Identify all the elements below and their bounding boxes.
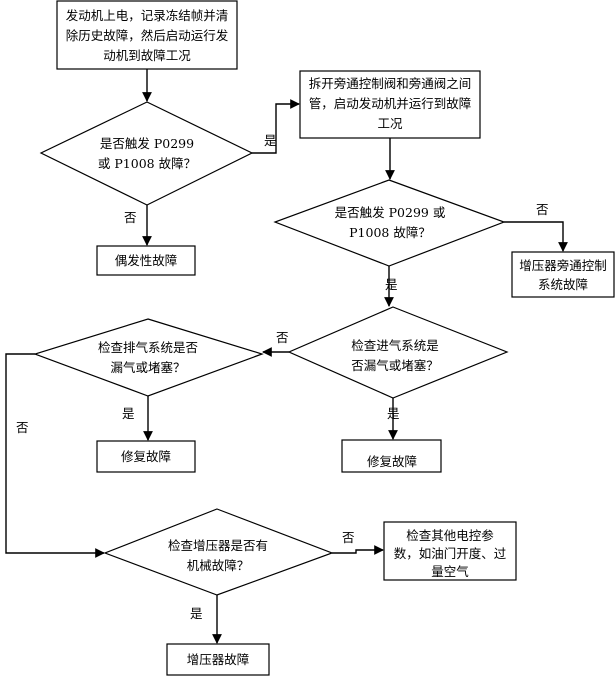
q1-line-2: 或 P1008 故障？ (98, 156, 196, 171)
bypass-control-fault-box (511, 251, 615, 298)
intake-line-1: 检查进气系统是 (351, 338, 439, 353)
intake-line-2: 否漏气或堵塞？ (351, 358, 439, 373)
repair-exhaust-text: 修复故障 (121, 449, 171, 464)
exhaust-line-1: 检查排气系统是否 (98, 340, 198, 355)
label-q1-no: 否 (124, 210, 137, 225)
start-text: 发动机上电，记录冻结帧并清 除历史故障，然后启动运行发 动机到故障工况 (66, 8, 229, 63)
repair-intake-text: 修复故障 (367, 454, 417, 469)
arrow-q2-no (504, 221, 568, 252)
arrow-q1-yes (252, 99, 300, 154)
intermittent-fault-box (96, 245, 196, 276)
label-intake-no: 否 (276, 330, 289, 345)
start-line-1: 发动机上电，记录冻结帧并清 (66, 8, 229, 23)
q1-line-1: 是否触发 P0299 (100, 136, 194, 151)
label-exhaust-no: 否 (16, 420, 29, 435)
intermittent-fault-text: 偶发性故障 (115, 253, 178, 268)
label-intake-yes: 是 (387, 406, 400, 421)
label-turbo-yes: 是 (190, 606, 203, 621)
start-box (56, 0, 238, 70)
q2-text: 是否触发 P0299 或 P1008 故障？ (335, 205, 446, 240)
remove-pipe-line-3: 工况 (377, 116, 403, 131)
intake-text: 检查进气系统是 否漏气或堵塞？ (351, 338, 439, 373)
repair-intake-box (341, 439, 442, 473)
remove-pipe-text: 拆开旁通控制阀和旁通阀之间 管，启动发动机并运行到故障 工况 (309, 76, 472, 131)
other-params-text: 检查其他电控参 数，如油门开度、过 量空气 (394, 528, 507, 579)
label-exhaust-yes: 是 (122, 406, 135, 421)
q2-line-2: P1008 故障？ (349, 225, 431, 240)
bypass-fault-text: 增压器旁通控制 系统故障 (519, 258, 607, 292)
other-params-line-1: 检查其他电控参 (406, 528, 494, 543)
bypass-fault-line-1: 增压器旁通控制 (519, 258, 607, 273)
start-line-3: 动机到故障工况 (103, 48, 191, 63)
connectors (5, 69, 568, 644)
q2-line-1: 是否触发 P0299 或 (335, 205, 446, 220)
turbo-fault-text: 增压器故障 (187, 652, 250, 667)
label-q1-yes: 是 (264, 133, 277, 148)
turbo-fault-box (166, 643, 270, 676)
label-q2-no: 否 (536, 202, 549, 217)
decision-p0299-second (273, 179, 506, 267)
check-other-params-box (383, 521, 517, 581)
exhaust-text: 检查排气系统是否 漏气或堵塞？ (98, 340, 198, 375)
remove-pipe-line-2: 管，启动发动机并运行到故障 (309, 96, 472, 111)
label-q2-yes: 是 (385, 277, 398, 292)
start-line-2: 除历史故障，然后启动运行发 (66, 28, 229, 43)
turbo-line-2: 机械故障？ (187, 558, 250, 573)
arrow-exhaust-no (5, 353, 105, 558)
decision-exhaust-leak (33, 318, 264, 397)
turbo-text: 检查增压器是否有 机械故障？ (168, 538, 268, 573)
bypass-fault-line-2: 系统故障 (538, 277, 588, 292)
q1-text: 是否触发 P0299 或 P1008 故障？ (98, 136, 196, 171)
arrow-turbo-no (332, 545, 384, 555)
remove-pipe-box (299, 70, 481, 139)
other-params-line-3: 量空气 (431, 564, 469, 579)
repair-exhaust-box (96, 440, 196, 473)
decision-p0299-first (39, 101, 254, 206)
label-turbo-no: 否 (342, 530, 355, 545)
exhaust-line-2: 漏气或堵塞？ (110, 360, 185, 375)
other-params-line-2: 数，如油门开度、过 (394, 546, 507, 561)
remove-pipe-line-1: 拆开旁通控制阀和旁通阀之间 (309, 76, 472, 91)
turbo-line-1: 检查增压器是否有 (168, 538, 268, 553)
